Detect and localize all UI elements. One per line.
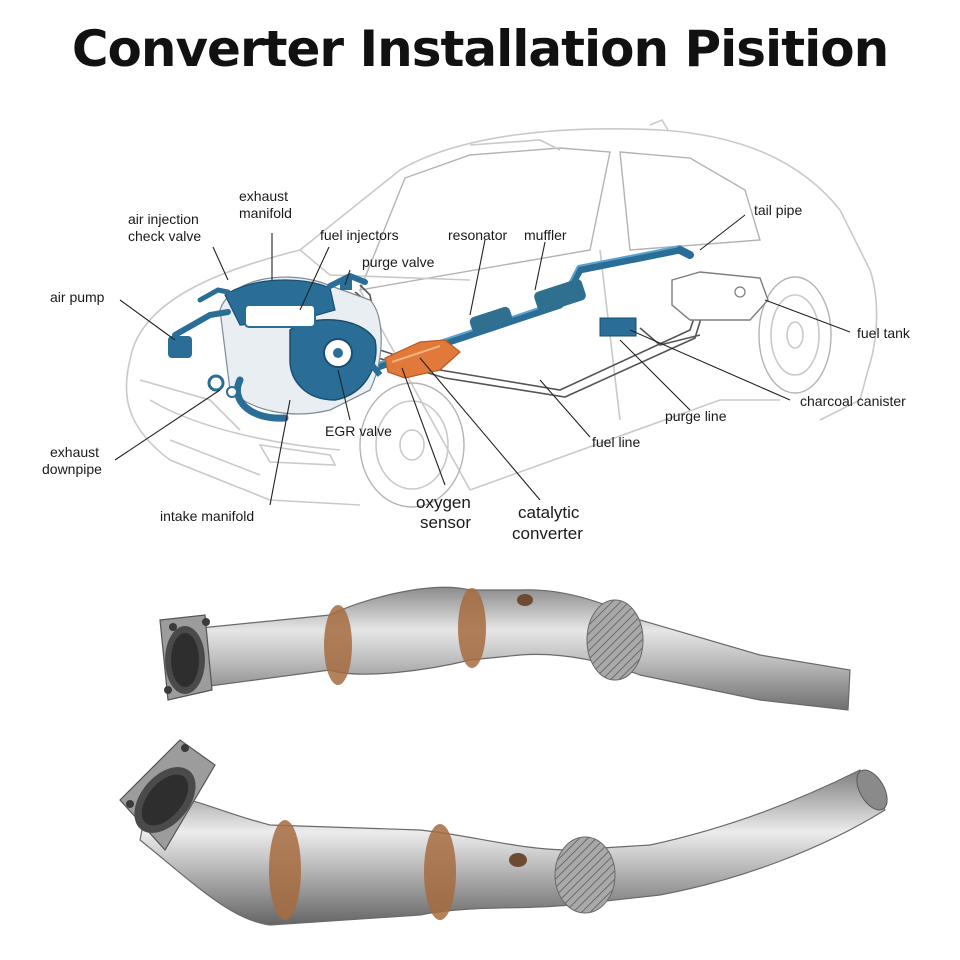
downpipe-lower (119, 739, 888, 926)
label-catalytic-converter-2: converter (512, 524, 583, 543)
label-exhaust-downpipe-2: downpipe (42, 461, 102, 477)
exhaust-system-diagram: exhaust manifold air injection check val… (42, 118, 911, 543)
label-purge-line: purge line (665, 408, 727, 424)
label-fuel-tank: fuel tank (857, 325, 911, 341)
engine-block (168, 272, 383, 422)
label-exhaust-manifold-2: manifold (239, 205, 292, 221)
label-purge-valve: purge valve (362, 254, 435, 270)
label-catalytic-converter: catalytic (518, 503, 580, 522)
air-pump-shape (168, 336, 192, 358)
label-muffler: muffler (524, 227, 567, 243)
fuel-lines (354, 284, 706, 398)
charcoal-canister-shape (599, 317, 637, 337)
label-exhaust-downpipe: exhaust (50, 444, 99, 460)
fuel-tank-shape (671, 271, 769, 321)
page-title: Converter Installation Pisition (71, 20, 889, 78)
label-intake-manifold: intake manifold (160, 508, 254, 524)
label-exhaust-manifold: exhaust (239, 188, 288, 204)
label-air-injection: air injection (128, 211, 199, 227)
label-egr-valve: EGR valve (325, 423, 392, 439)
label-oxygen-sensor: oxygen (416, 493, 471, 512)
label-resonator: resonator (448, 227, 507, 243)
leader-lines (114, 214, 851, 506)
label-fuel-line: fuel line (592, 434, 640, 450)
downpipe-upper (159, 586, 851, 711)
label-charcoal-canister: charcoal canister (800, 393, 906, 409)
label-air-pump: air pump (50, 289, 105, 305)
tail-pipe-shape (676, 246, 694, 259)
resonator-shape (469, 306, 513, 333)
catalytic-converter-shape (384, 339, 461, 379)
label-fuel-injectors: fuel injectors (320, 227, 399, 243)
car-outline (125, 118, 878, 508)
purge-valve-shape (340, 278, 352, 290)
converter-product-image (119, 586, 888, 926)
muffler-shape (534, 279, 586, 313)
label-tail-pipe: tail pipe (754, 202, 802, 218)
label-oxygen-sensor-2: sensor (420, 513, 471, 532)
label-air-injection-2: check valve (128, 228, 201, 244)
